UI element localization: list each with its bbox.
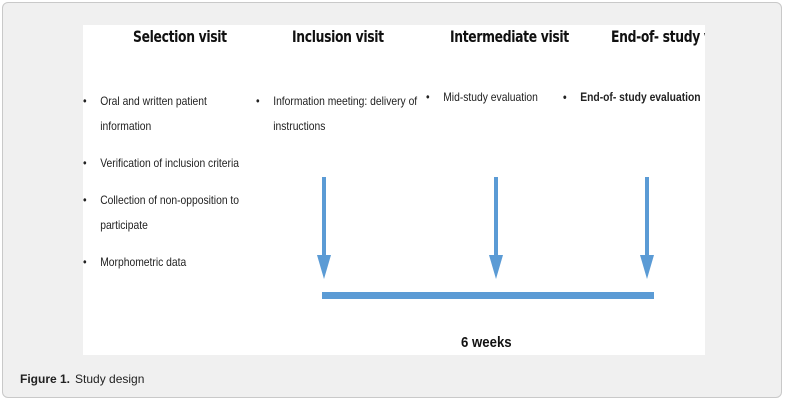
intermediate-visit-title: Intermediate visit bbox=[450, 27, 569, 46]
end-of-study-arrow bbox=[640, 177, 654, 279]
bullet-icon: • bbox=[256, 94, 260, 108]
caption-label: Figure 1. bbox=[20, 372, 71, 386]
list-item: •Collection of non-opposition to partici… bbox=[83, 188, 251, 238]
figure-caption: Figure 1. Study design bbox=[20, 372, 144, 386]
caption-text: Study design bbox=[75, 372, 145, 386]
timeline-diagram bbox=[317, 177, 654, 299]
bullet-icon: • bbox=[563, 90, 567, 104]
list-item: •Mid-study evaluation bbox=[426, 85, 594, 110]
duration-label: 6 weeks bbox=[461, 334, 512, 351]
intermediate-arrow-head-icon bbox=[489, 255, 503, 279]
list-item: •Oral and written patient information bbox=[83, 89, 251, 139]
intermediate-arrow bbox=[489, 177, 503, 279]
end-of-study-visit-title: End-of- study visit bbox=[611, 27, 705, 46]
bullet-icon: • bbox=[83, 94, 87, 108]
intermediate-visit-list: •Mid-study evaluation bbox=[426, 85, 621, 110]
bullet-icon: • bbox=[83, 193, 87, 207]
inclusion-visit-list: •Information meeting: delivery of instru… bbox=[256, 89, 451, 139]
end-of-study-arrow-head-icon bbox=[640, 255, 654, 279]
selection-visit-title: Selection visit bbox=[133, 27, 227, 46]
study-design-figure: Selection visit •Oral and written patien… bbox=[83, 25, 705, 355]
inclusion-arrow-head-icon bbox=[317, 255, 331, 279]
end-of-study-visit-list: •End-of- study evaluation bbox=[563, 85, 705, 110]
bullet-icon: • bbox=[83, 255, 87, 269]
selection-visit-list: •Oral and written patient information •V… bbox=[83, 89, 278, 275]
bullet-icon: • bbox=[426, 90, 430, 104]
list-item: •End-of- study evaluation bbox=[563, 85, 705, 110]
inclusion-visit-title: Inclusion visit bbox=[292, 27, 384, 46]
list-item: •Information meeting: delivery of instru… bbox=[256, 89, 424, 139]
bullet-icon: • bbox=[83, 156, 87, 170]
timeline-bar bbox=[322, 292, 654, 299]
list-item: •Morphometric data bbox=[83, 250, 251, 275]
figure-container: Selection visit •Oral and written patien… bbox=[2, 2, 782, 398]
inclusion-arrow bbox=[317, 177, 331, 279]
list-item: •Verification of inclusion criteria bbox=[83, 151, 251, 176]
